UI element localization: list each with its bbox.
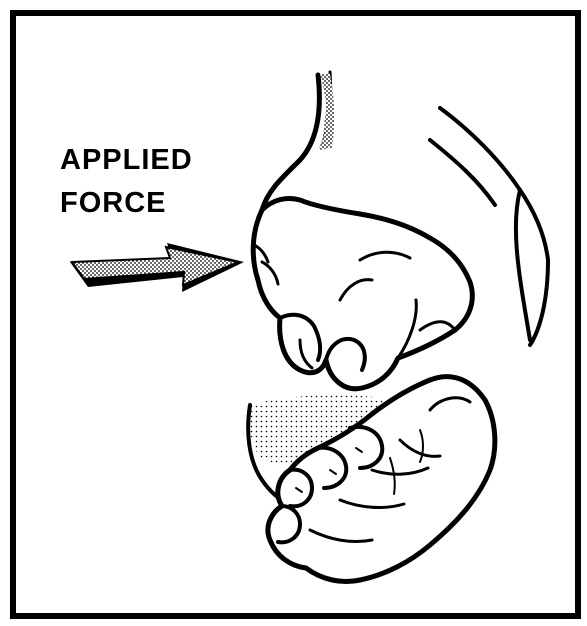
upper-hand [253,198,472,388]
force-arrow-icon [70,243,244,292]
upper-wrist [262,72,334,210]
